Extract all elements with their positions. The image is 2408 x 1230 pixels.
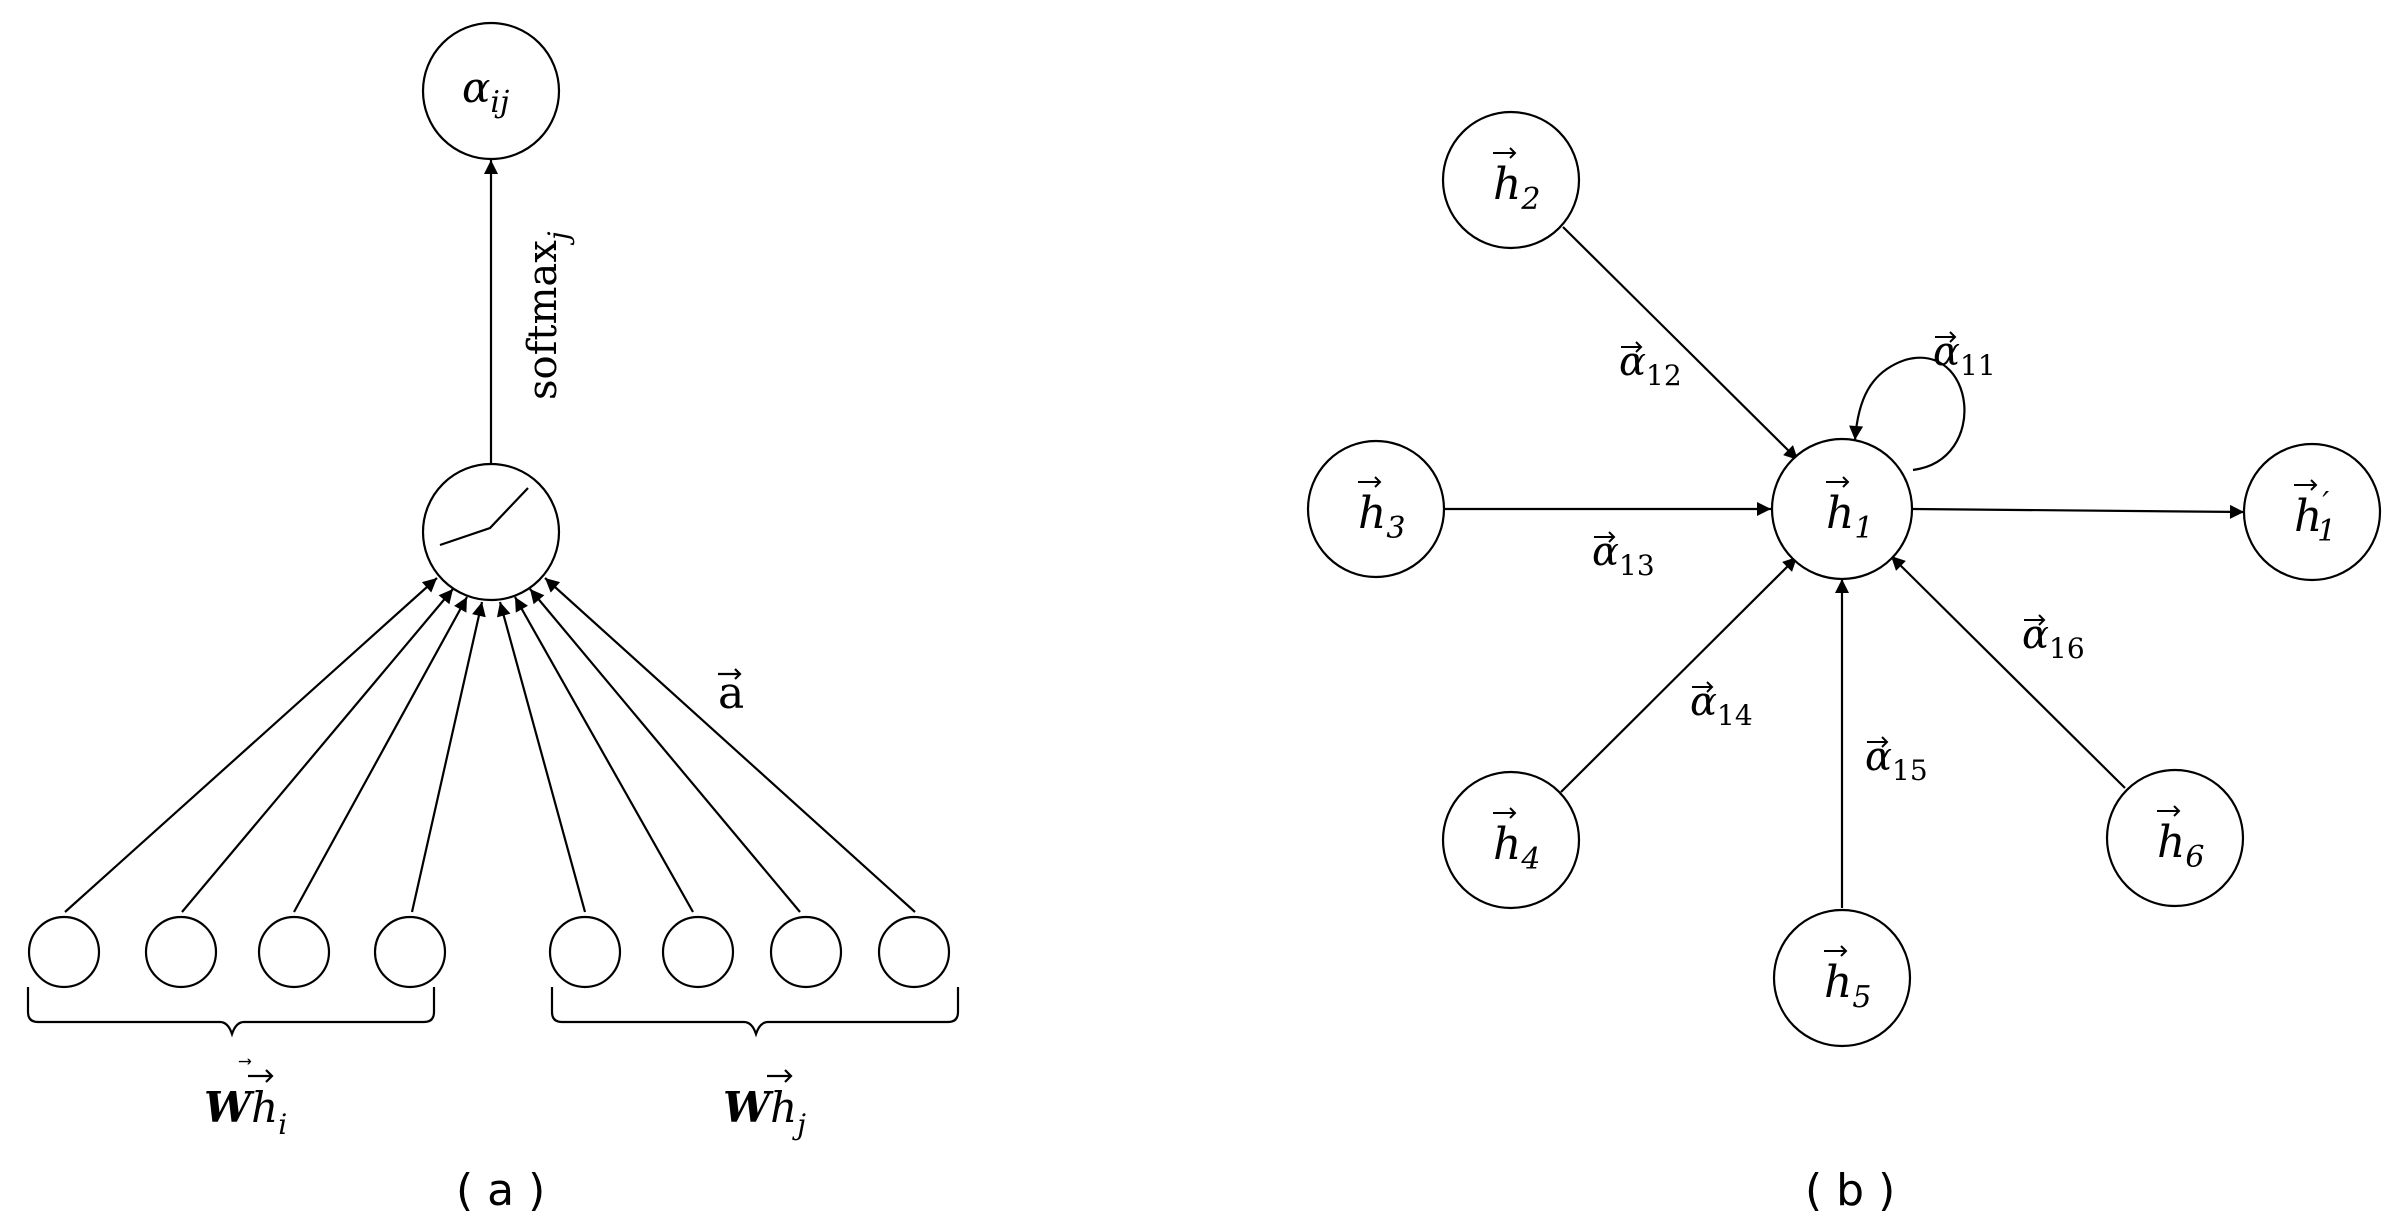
edge-input-4 (410, 601, 486, 913)
input-node-8 (877, 915, 951, 989)
node-h5-label: h5 (1824, 957, 1871, 1015)
group-right-arrow-glyph (767, 1069, 793, 1083)
edge-h2-h1 (1562, 226, 1799, 461)
edge-input-1 (64, 577, 438, 913)
panel-a: Whi ⃗ Whj a softmaxj αij ( a ) (26, 21, 960, 1216)
attention-node (421, 462, 561, 602)
input-node-2 (144, 915, 218, 989)
group-right-label: Whj (723, 1083, 806, 1141)
edge-input-5 (496, 601, 587, 913)
edge-input-8 (544, 577, 916, 913)
panel-b: h1 h2 h3 h4 h5 h6 h′1 α11 α12 α13 α14 α1… (1306, 110, 2382, 1216)
node-h3 (1306, 439, 1446, 579)
edge-label-a14: α14 (1690, 679, 1753, 732)
brace-left (26, 987, 436, 1038)
node-h1-label: h1 (1826, 488, 1873, 546)
output-node-label: αij (462, 63, 509, 120)
leaky-relu-icon (439, 487, 529, 547)
edge-self-loop-h1 (1849, 356, 1966, 472)
output-node-alpha-ij (421, 21, 561, 161)
softmax-label: softmaxj (520, 231, 575, 400)
edge-input-7 (529, 588, 801, 913)
edge-input-2 (181, 588, 454, 913)
edge-h1-h1prime (1912, 504, 2245, 519)
vector-a-arrow-glyph (718, 668, 742, 680)
input-node-7 (769, 915, 843, 989)
edge-input-3 (293, 596, 468, 913)
panel-a-caption: ( a ) (456, 1165, 545, 1216)
node-h5 (1772, 908, 1912, 1048)
node-h3-label: h3 (1358, 488, 1405, 546)
node-labels: h1 h2 h3 h4 h5 h6 h′1 (1358, 159, 2336, 1015)
node-h4-label: h4 (1493, 819, 1540, 877)
node-h4 (1441, 770, 1581, 910)
group-left-vector-arrow: ⃗ (238, 1058, 252, 1065)
panel-b-caption: ( b ) (1805, 1165, 1895, 1216)
input-node-4 (373, 915, 447, 989)
node-vector-arrows (1358, 147, 2318, 957)
input-node-5 (548, 915, 622, 989)
node-h6-label: h6 (2157, 817, 2204, 875)
node-h2 (1441, 110, 1581, 250)
attention-input-edges (64, 577, 916, 913)
node-h1-prime-label: h′1 (2294, 486, 2336, 549)
input-node-6 (661, 915, 735, 989)
group-left-label: Whi (204, 1083, 287, 1141)
node-h6 (2105, 768, 2245, 908)
brace-right (550, 987, 960, 1038)
group-left-arrow-glyph (248, 1069, 274, 1083)
node-h1-prime (2242, 442, 2382, 582)
vector-a-label: a (718, 668, 744, 719)
edge-h4-h1 (1560, 556, 1798, 793)
input-nodes (27, 915, 951, 989)
input-node-1 (27, 915, 101, 989)
edge-input-6 (514, 596, 694, 913)
node-h2-label: h2 (1493, 159, 1540, 217)
node-h1 (1770, 437, 1914, 581)
edge-h6-h1 (1890, 555, 2126, 789)
input-node-3 (257, 915, 331, 989)
edge-vector-arrows (1594, 331, 2046, 748)
